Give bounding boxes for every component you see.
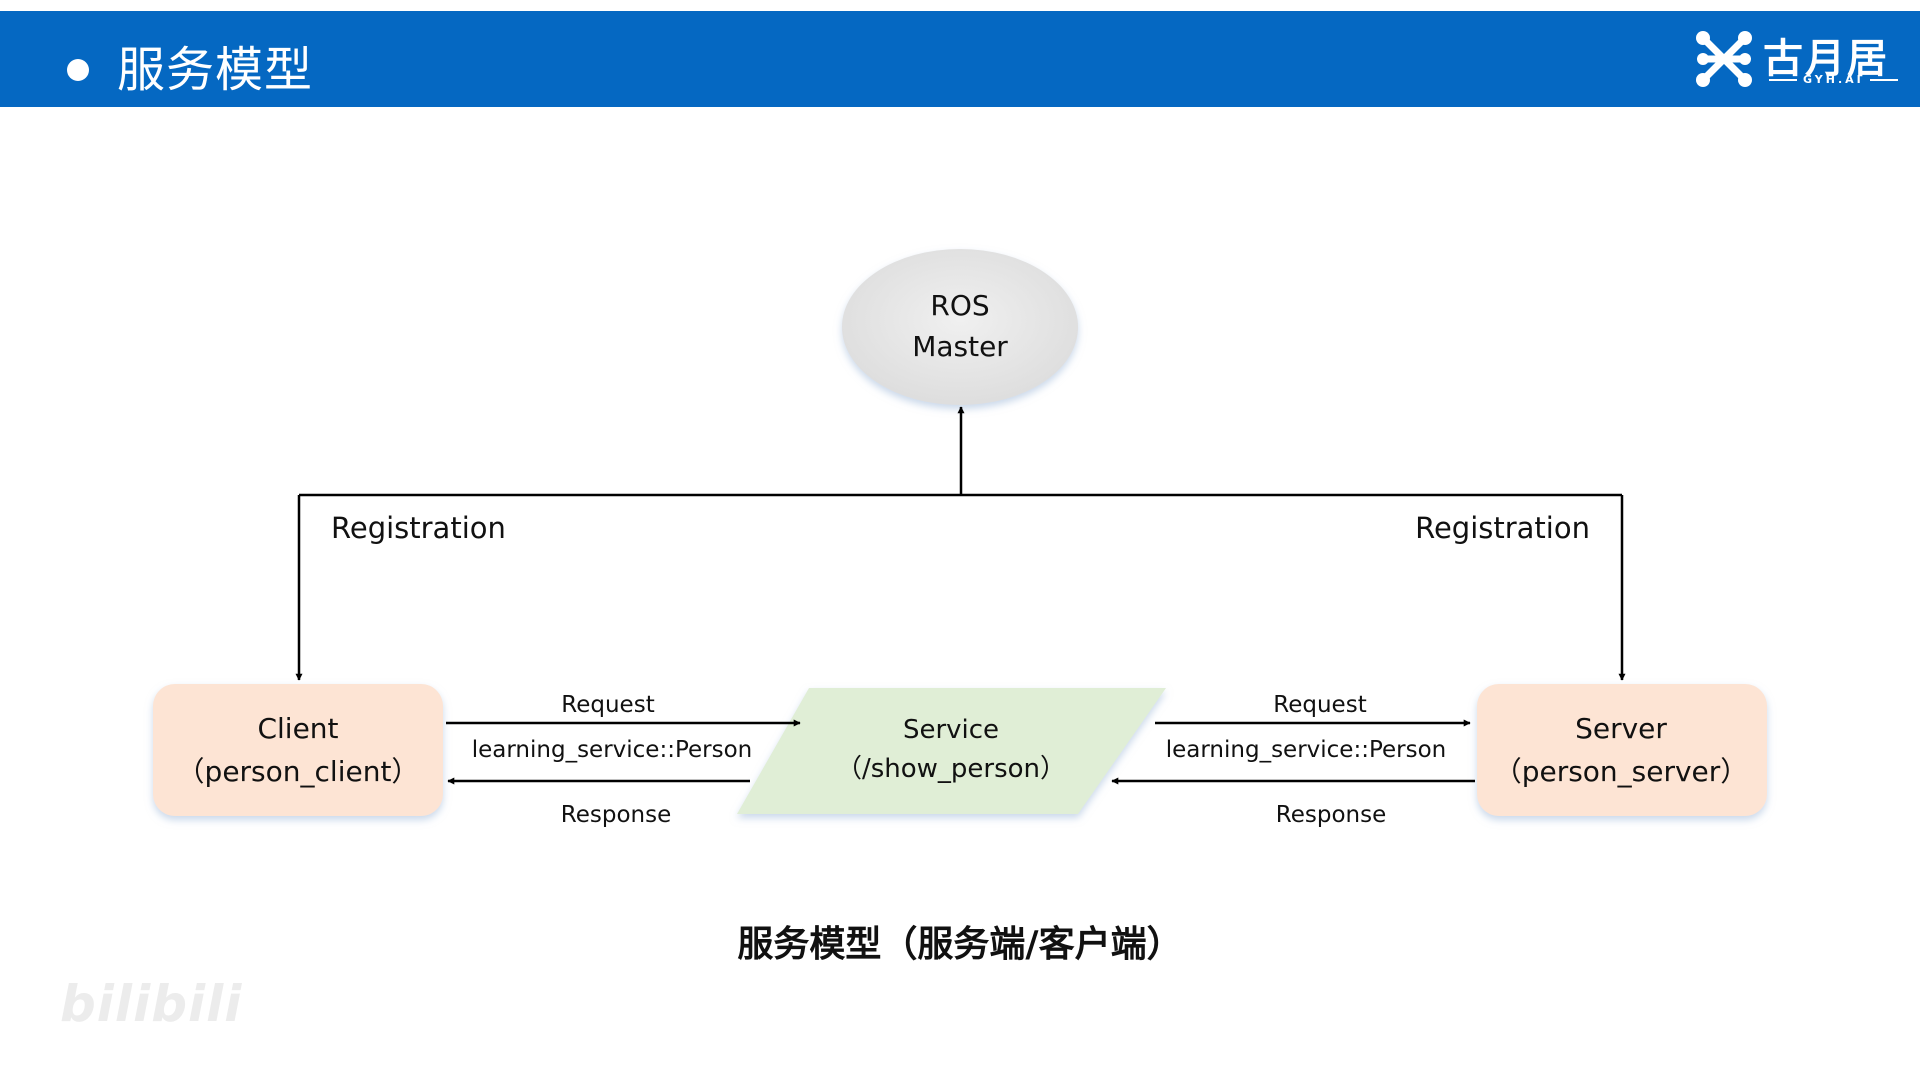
header-bar: 服务模型 <box>0 11 1920 107</box>
right-type-label: learning_service::Person <box>1166 737 1447 763</box>
ros-master-label-line2: Master <box>912 330 1008 363</box>
service-label-line2: （/show_person） <box>836 754 1066 784</box>
watermark-logo: bilibili <box>60 975 243 1033</box>
server-label-line2: （person_server） <box>1494 755 1749 788</box>
right-request-label: Request <box>1273 692 1366 718</box>
brand-logo: 古月居 GYH.AI <box>1693 28 1903 90</box>
bullet-icon <box>67 59 89 81</box>
server-node: Server （person_server） <box>1477 684 1767 816</box>
service-label-line1: Service <box>903 715 999 745</box>
left-type-label: learning_service::Person <box>472 737 753 763</box>
ros-master-node: ROS Master <box>842 249 1078 405</box>
server-label-line1: Server <box>1575 712 1667 745</box>
registration-label-right: Registration <box>1415 511 1590 545</box>
left-response-label: Response <box>561 802 671 828</box>
client-node: Client （person_client） <box>153 684 443 816</box>
left-request-label: Request <box>561 692 654 718</box>
ros-master-label-line1: ROS <box>930 289 989 322</box>
right-response-label: Response <box>1276 802 1386 828</box>
top-strip <box>0 0 1920 11</box>
diagram-caption: 服务模型（服务端/客户端） <box>737 924 1183 965</box>
right-message-arrows <box>1111 719 1475 785</box>
left-message-arrows <box>446 719 801 785</box>
registration-label-left: Registration <box>331 511 506 545</box>
page-title: 服务模型 <box>117 42 314 98</box>
service-node: Service （/show_person） <box>737 688 1166 814</box>
client-label-line1: Client <box>257 712 338 745</box>
registration-connector <box>295 406 1626 681</box>
client-label-line2: （person_client） <box>177 755 420 788</box>
logo-subtext: GYH.AI <box>1763 73 1901 86</box>
logo-mark-icon <box>1696 31 1752 87</box>
